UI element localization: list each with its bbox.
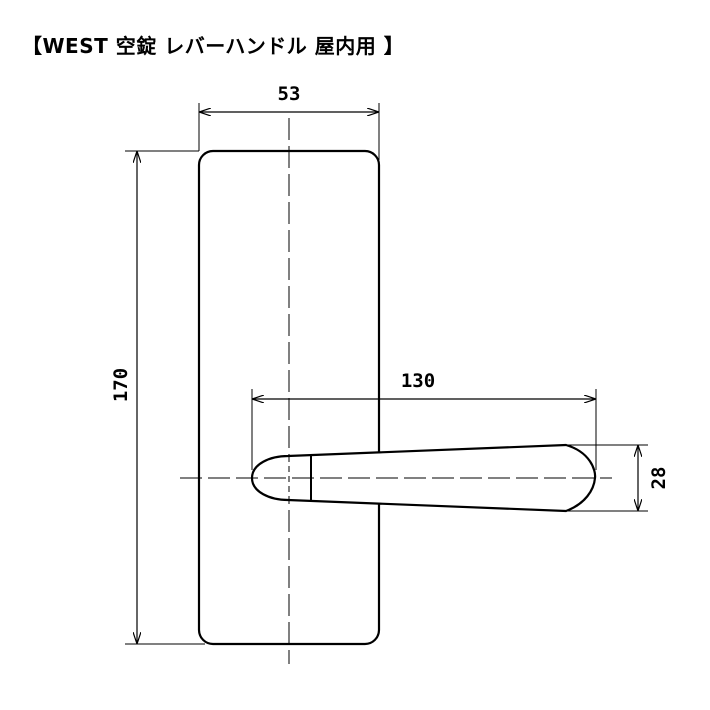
page-title: 【WEST 空錠 レバーハンドル 屋内用 】	[22, 34, 405, 58]
lever-height-label: 28	[648, 467, 670, 490]
width-dimension-label: 53	[278, 83, 301, 105]
lever-length-label: 130	[401, 370, 435, 392]
height-dimension-label: 170	[110, 368, 132, 402]
